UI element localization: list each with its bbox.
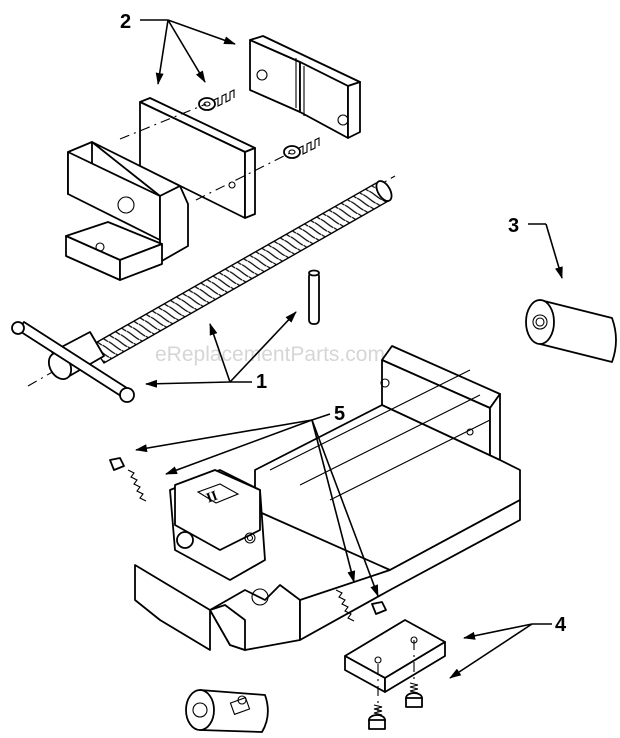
lower-nut bbox=[185, 689, 269, 733]
brand-emblem: II bbox=[196, 483, 240, 507]
callout-label-2: 2 bbox=[120, 11, 131, 33]
movable-jaw bbox=[65, 141, 189, 281]
callout-3: 3 bbox=[508, 215, 563, 279]
alignment-line-screw-upper bbox=[119, 103, 207, 140]
plate-screw-left bbox=[368, 704, 386, 730]
set-screw-left bbox=[109, 457, 147, 502]
callout-4: 4 bbox=[449, 614, 567, 679]
callout-label-3: 3 bbox=[508, 215, 519, 237]
callout-2: 2 bbox=[120, 11, 236, 85]
bottom-plate bbox=[344, 619, 446, 693]
callout-label-1: 1 bbox=[256, 371, 267, 393]
handle-bar bbox=[11, 321, 135, 403]
jaw-plate-rear bbox=[249, 35, 361, 139]
svg-text:II: II bbox=[204, 489, 219, 507]
lead-screw-nut bbox=[525, 299, 617, 363]
callout-5: 5 bbox=[135, 403, 379, 597]
callout-label-5: 5 bbox=[334, 403, 345, 425]
jaw-screw-upper bbox=[198, 89, 235, 111]
watermark-text: eReplacementParts.com bbox=[155, 343, 385, 366]
lead-screw bbox=[91, 180, 393, 364]
roll-pin bbox=[308, 269, 320, 325]
alignment-line-screw-lower bbox=[195, 151, 293, 201]
callout-1: 1 bbox=[145, 311, 297, 393]
set-screw-right bbox=[335, 589, 387, 622]
callout-label-4: 4 bbox=[555, 614, 567, 636]
vise-base bbox=[134, 345, 521, 651]
plate-screw-right bbox=[405, 682, 423, 708]
screw-collar bbox=[47, 331, 105, 381]
jaw-screw-lower bbox=[283, 137, 320, 159]
